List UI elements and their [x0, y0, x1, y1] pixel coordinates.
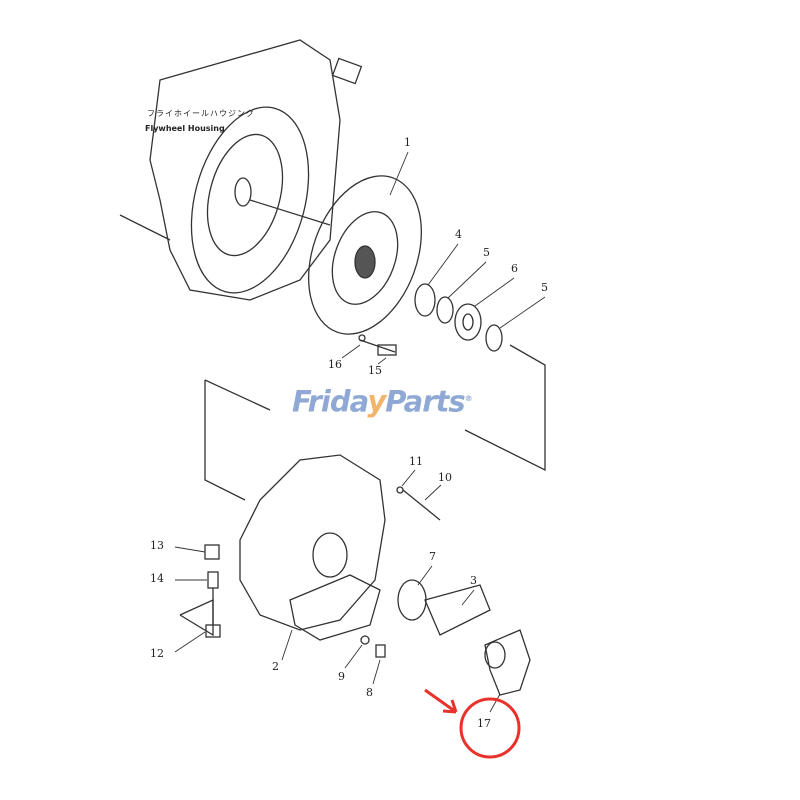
part-17 — [484, 629, 531, 696]
washer-16 — [358, 334, 366, 342]
bolt-15-head — [377, 344, 397, 356]
bolt-10 — [402, 489, 441, 521]
bearing-6-bore — [462, 313, 474, 331]
callout-15: 15 — [368, 364, 382, 377]
callout-1: 1 — [404, 136, 411, 149]
callout-16: 16 — [328, 358, 342, 371]
callout-3: 3 — [470, 574, 477, 587]
guide-line-right — [464, 344, 546, 472]
leader-lines — [174, 151, 546, 713]
guide-line-12 — [179, 598, 214, 637]
callout-17: 17 — [477, 717, 491, 730]
pump-case — [239, 454, 386, 641]
part-17-bore — [484, 641, 506, 669]
shaft-3 — [424, 584, 491, 636]
housing-label-english: Flywheel Housing — [145, 124, 225, 133]
flywheel-housing — [119, 39, 363, 301]
callout-2: 2 — [272, 660, 279, 673]
callout-6: 6 — [511, 262, 518, 275]
callout-7: 7 — [429, 550, 436, 563]
callout-9: 9 — [338, 670, 345, 683]
washer-9 — [360, 635, 370, 645]
watermark-logo: FridayParts® — [292, 384, 473, 419]
watermark-registered-mark: ® — [464, 394, 473, 403]
snap-ring-5 — [436, 296, 454, 324]
callout-12: 12 — [150, 647, 164, 660]
highlight-arrow — [424, 688, 458, 714]
watermark-text-b: y — [367, 384, 386, 419]
callout-8: 8 — [366, 686, 373, 699]
callout-14: 14 — [150, 572, 164, 585]
housing-label-japanese: フライホイールハウジング — [147, 109, 255, 118]
callout-10: 10 — [438, 471, 452, 484]
callout-13: 13 — [150, 539, 164, 552]
highlight-circle — [459, 697, 521, 759]
callout-4: 4 — [455, 228, 462, 241]
snap-ring-4 — [414, 283, 436, 317]
washer-11 — [396, 486, 404, 494]
guide-line-left-top — [204, 379, 271, 411]
watermark-text-c: Parts — [385, 384, 465, 419]
part-13 — [204, 544, 220, 560]
callout-5: 5 — [483, 246, 490, 259]
part-14 — [207, 571, 219, 589]
bearing-6 — [454, 303, 482, 341]
damper-disc — [308, 175, 422, 335]
watermark-text-a: Frida — [292, 384, 368, 419]
snap-ring-5b — [485, 324, 503, 352]
oil-seal-7 — [397, 579, 427, 621]
guide-line-left — [204, 380, 246, 501]
bolt-8 — [375, 644, 386, 658]
callout-11: 11 — [409, 455, 423, 468]
callout-5b: 5 — [541, 281, 548, 294]
